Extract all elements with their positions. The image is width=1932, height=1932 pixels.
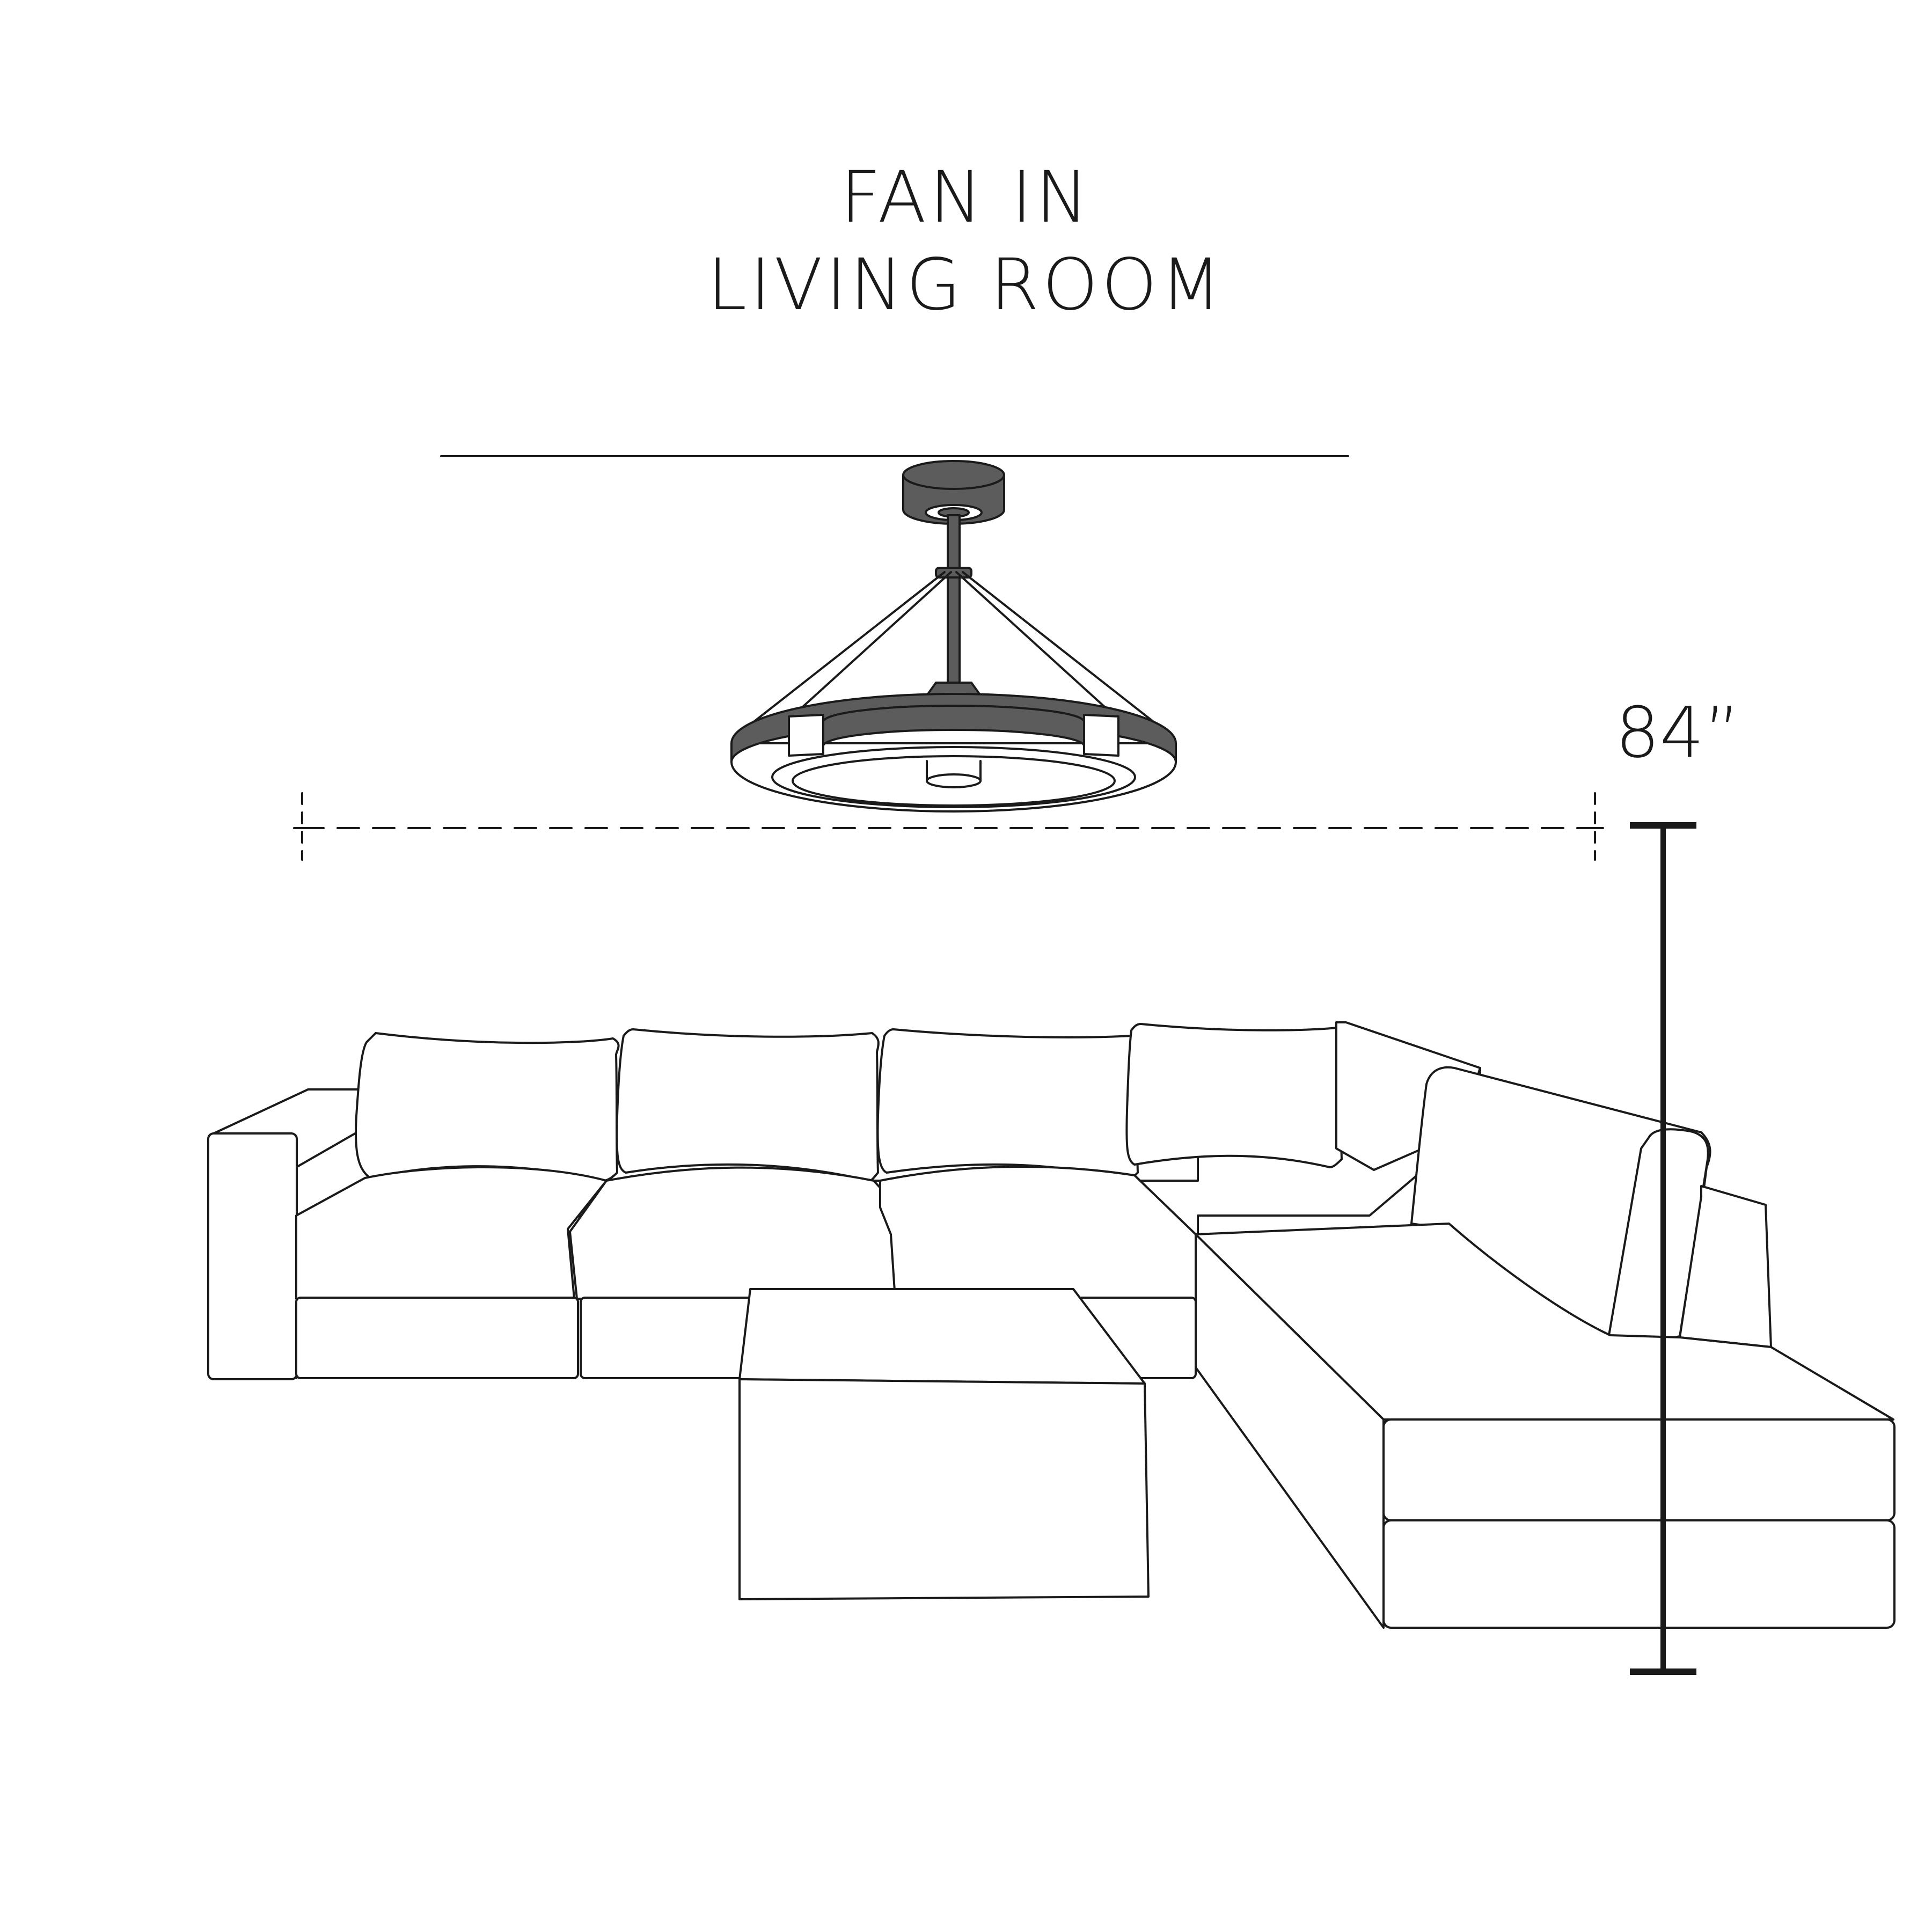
- blade-level-dashed-line: [293, 792, 1604, 861]
- ceiling-fan-icon: [730, 460, 1177, 813]
- height-dimension-label: 84”: [1615, 692, 1740, 773]
- coffee-table-icon: [738, 1288, 1150, 1600]
- height-dimension-bar: [1630, 822, 1696, 1675]
- title-line-1: FAN IN: [840, 156, 1092, 239]
- sectional-sofa-icon: [207, 1021, 1896, 1629]
- title-line-2: LIVING ROOM: [707, 244, 1225, 326]
